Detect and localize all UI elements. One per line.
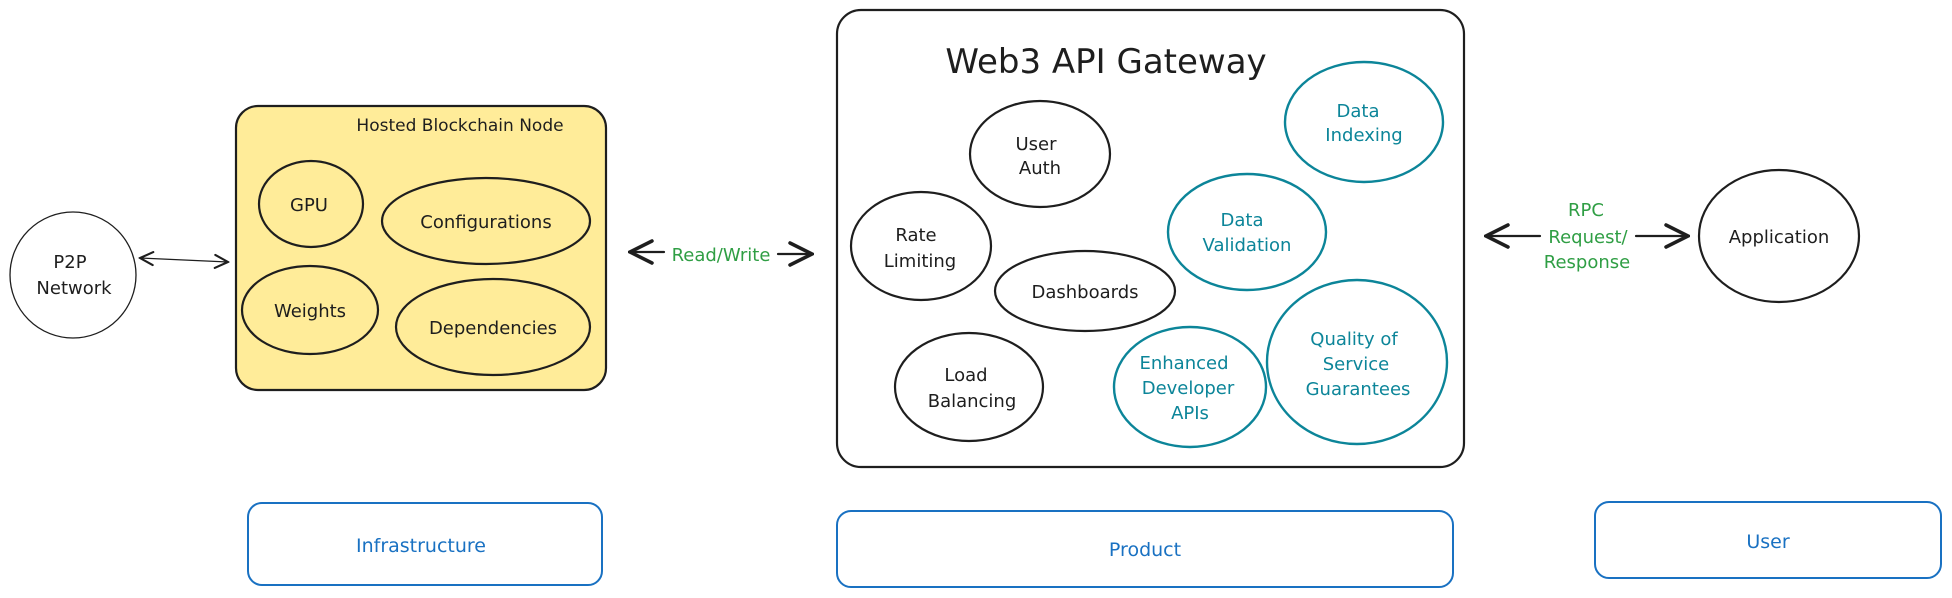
- dependencies-bubble: [394, 277, 592, 377]
- enhanced-apis-line1: Enhanced: [1139, 353, 1228, 374]
- rpc-connector: RPC Request/ Response: [1486, 200, 1688, 273]
- read-write-connector: Read/Write: [630, 245, 812, 266]
- product-label: Product: [1109, 539, 1181, 561]
- hosted-blockchain-node: Hosted Blockchain Node GPU Configuration…: [234, 104, 608, 392]
- configurations-label: Configurations: [420, 212, 551, 233]
- qos-line1: Quality of: [1310, 329, 1398, 350]
- load-balancing-line2: Balancing: [928, 391, 1017, 412]
- dependencies-label: Dependencies: [429, 318, 557, 339]
- read-write-label: Read/Write: [672, 245, 771, 266]
- data-validation-line2: Validation: [1203, 235, 1292, 256]
- infrastructure-label: Infrastructure: [356, 535, 486, 557]
- gpu-bubble: [257, 159, 365, 249]
- hosted-node-title: Hosted Blockchain Node: [356, 116, 563, 136]
- qos-line2: Service: [1323, 354, 1390, 375]
- p2p-network-circle: [9, 211, 137, 339]
- load-balancing-bubble: [893, 331, 1045, 443]
- dashboards-bubble: [993, 249, 1177, 333]
- quality-of-service-bubble: [1265, 278, 1449, 446]
- rate-limiting-bubble: [849, 190, 993, 302]
- rpc-label-line1: RPC: [1568, 200, 1604, 221]
- p2p-network-node: P2P Network: [9, 211, 137, 339]
- qos-line3: Guarantees: [1306, 379, 1411, 400]
- gpu-label: GPU: [290, 195, 328, 216]
- web3-api-gateway: Web3 API Gateway User Auth Rate Limiting…: [835, 8, 1466, 469]
- user-box: [1594, 501, 1942, 579]
- gateway-box: [835, 8, 1466, 469]
- data-indexing-line1: Data: [1337, 101, 1380, 122]
- application-circle: [1697, 168, 1861, 304]
- data-validation-bubble: [1166, 172, 1328, 292]
- hosted-node-box: [234, 104, 608, 392]
- p2p-label-line1: P2P: [53, 252, 86, 273]
- load-balancing-line1: Load: [944, 365, 987, 386]
- p2p-node-arrow: [140, 258, 228, 262]
- data-indexing-line2: Indexing: [1325, 125, 1402, 146]
- enhanced-apis-line3: APIs: [1171, 403, 1209, 424]
- user-auth-line1: User: [1015, 134, 1057, 155]
- weights-label: Weights: [274, 301, 346, 322]
- weights-bubble: [240, 264, 380, 356]
- product-box: [836, 510, 1454, 588]
- rpc-label-line3: Response: [1544, 252, 1630, 273]
- layer-product: Product: [836, 510, 1454, 588]
- application-label: Application: [1729, 227, 1830, 248]
- layer-user: User: [1594, 501, 1942, 579]
- data-indexing-bubble: [1283, 60, 1445, 184]
- data-validation-line1: Data: [1221, 210, 1264, 231]
- rate-limiting-line2: Limiting: [884, 251, 956, 272]
- dashboards-label: Dashboards: [1031, 282, 1138, 303]
- rate-limiting-line1: Rate: [895, 225, 936, 246]
- rpc-label-line2: Request/: [1548, 227, 1628, 248]
- enhanced-apis-line2: Developer: [1142, 378, 1235, 399]
- application-node: Application: [1697, 168, 1861, 304]
- gateway-title: Web3 API Gateway: [945, 42, 1266, 82]
- user-label: User: [1746, 531, 1789, 553]
- infrastructure-box: [247, 502, 603, 586]
- layer-infrastructure: Infrastructure: [247, 502, 603, 586]
- configurations-bubble: [380, 176, 592, 266]
- p2p-label-line2: Network: [36, 278, 112, 299]
- user-auth-line2: Auth: [1019, 158, 1061, 179]
- enhanced-developer-apis-bubble: [1112, 325, 1268, 449]
- user-auth-bubble: [968, 99, 1112, 209]
